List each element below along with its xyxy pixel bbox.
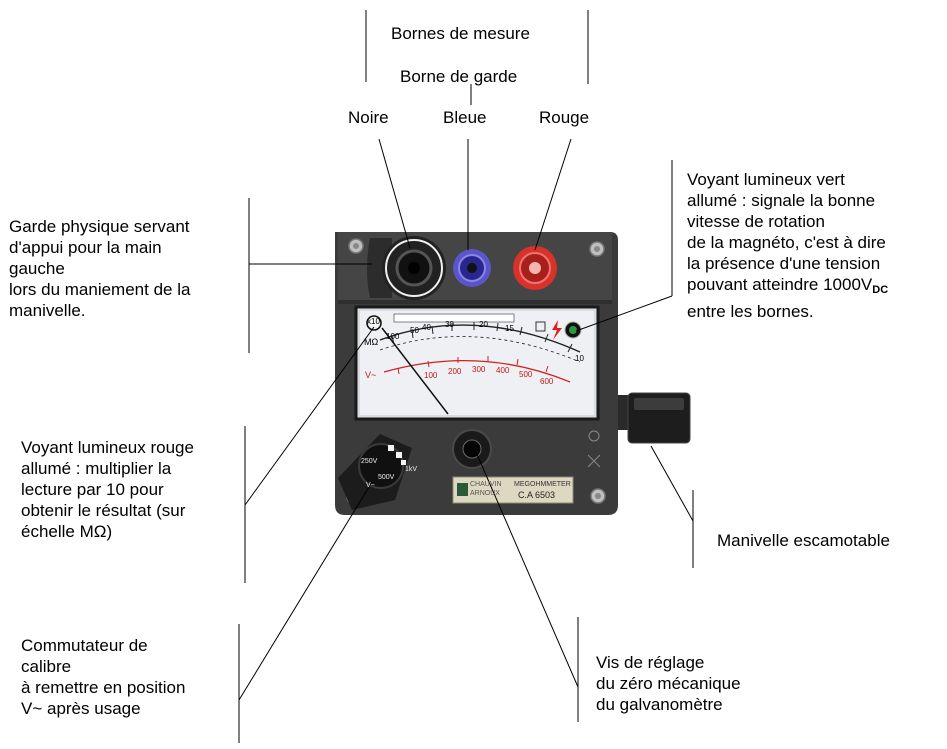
nameplate: [452, 476, 574, 504]
scale-v-5: 500: [519, 370, 533, 379]
label-voyant-rouge: Voyant lumineux rouge allumé : multiplie…: [21, 438, 194, 541]
label-voyant-vert: Voyant lumineux vert allumé : signale la…: [687, 169, 888, 322]
scale-v-2: 200: [448, 367, 462, 376]
label-garde-physique: Garde physique servant d'appui pour la m…: [9, 217, 191, 320]
scale-mohm-5: 20: [479, 320, 488, 329]
scale-mohm-7: 10: [575, 354, 584, 363]
terminal-red: [513, 246, 557, 290]
scale-v-3: 300: [472, 365, 486, 374]
x10-marker: x10: [367, 317, 380, 326]
terminal-black: [382, 236, 446, 300]
range-selector-knob: [338, 434, 412, 510]
label-commutateur: Commutateur de calibre à remettre en pos…: [21, 636, 186, 718]
voyant-vert-end: entre les bornes.: [687, 302, 814, 321]
range-250-label: 250V: [361, 458, 378, 465]
label-bornes-mesure: Bornes de mesure: [391, 24, 530, 43]
range-500-label: 500V: [378, 474, 395, 481]
scale-v-6: 600: [540, 377, 554, 386]
scale-v-4: 400: [496, 366, 510, 375]
model-name: MEGOHMMETER: [514, 481, 571, 488]
range-1000-label: 1kV: [405, 466, 418, 473]
scale-mohm-2: 50: [410, 326, 419, 335]
label-terminal-rouge: Rouge: [539, 108, 590, 127]
label-vis-reglage: Vis de réglage du zéro mécanique du galv…: [596, 653, 741, 714]
meg-ohm-unit: MΩ: [364, 337, 379, 347]
scale-mohm-4: 30: [445, 320, 454, 329]
zero-adjust-screw: [452, 429, 492, 469]
scale-mohm-1: 100: [386, 332, 400, 341]
scale-mohm-6: 15: [505, 324, 514, 333]
scale-mohm-3: 40: [422, 323, 431, 332]
brand-name: CHAUVIN ARNOUX: [470, 481, 502, 497]
volt-unit: V~: [365, 370, 377, 380]
scale-v-1: 100: [424, 371, 438, 380]
label-terminal-bleue: Bleue: [443, 108, 487, 127]
model-number: C.A 6503: [518, 490, 556, 500]
leader-lines: [238, 10, 694, 743]
voyant-vert-subscript: DC: [872, 284, 889, 296]
range-v-label: V~: [366, 482, 375, 489]
label-borne-garde: Borne de garde: [400, 67, 518, 86]
terminal-blue: [453, 249, 491, 287]
ce-mark: [587, 430, 601, 468]
voyant-vert-text: Voyant lumineux vert allumé : signale la…: [687, 170, 886, 294]
label-terminal-noire: Noire: [348, 108, 389, 127]
galvanometer-dial: [354, 305, 600, 421]
label-manivelle: Manivelle escamotable: [717, 531, 890, 550]
